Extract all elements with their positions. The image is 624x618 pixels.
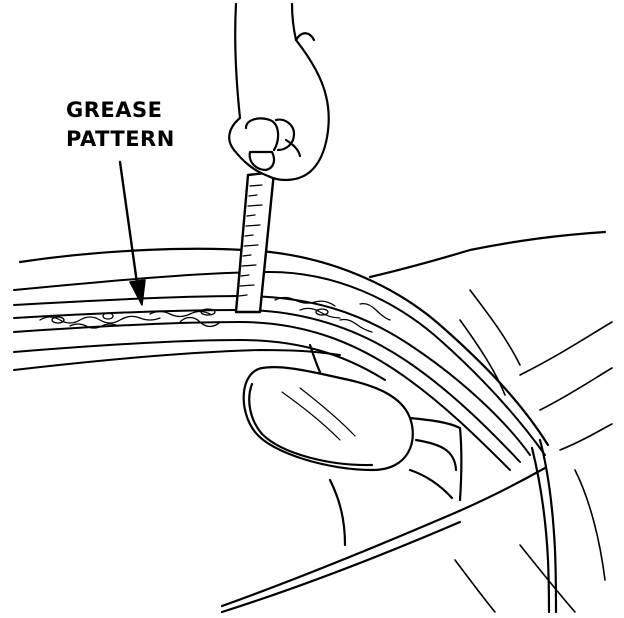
callout-line-1: GREASE <box>66 98 163 122</box>
door-frame-channel <box>13 271 546 471</box>
hand-icon <box>228 2 330 182</box>
mirror-icon <box>242 343 463 502</box>
door-edge <box>220 438 558 614</box>
arrow-icon <box>118 160 146 306</box>
grease-pattern-callout: GREASE PATTERN <box>66 96 175 154</box>
interior-seat <box>454 289 613 613</box>
ruler-icon <box>234 170 276 314</box>
roof-panel <box>18 230 607 447</box>
callout-line-2: PATTERN <box>66 127 175 151</box>
grease-pattern <box>39 296 391 333</box>
